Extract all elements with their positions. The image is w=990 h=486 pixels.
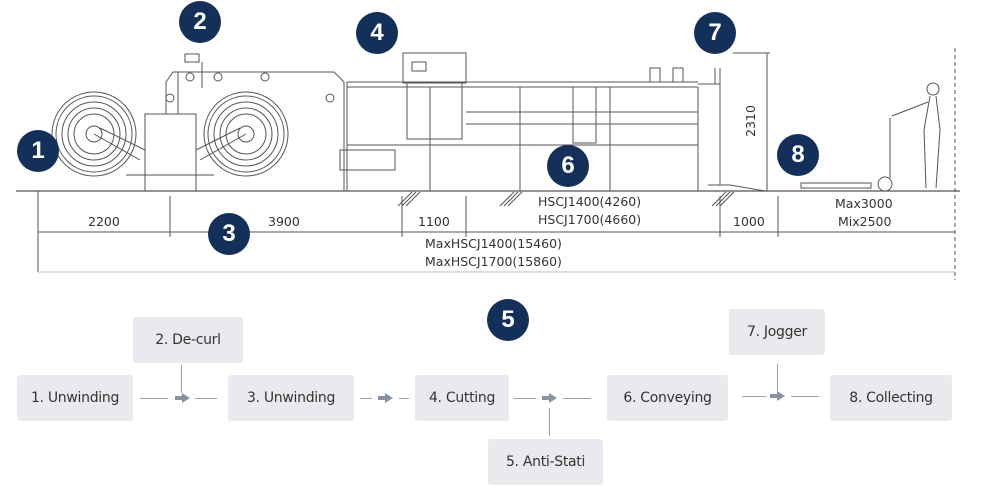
unwind-stand	[144, 113, 197, 192]
unwind-roll-left	[51, 91, 146, 177]
connector-1-3	[140, 398, 168, 399]
dimension-1100: 1100	[418, 214, 450, 229]
dimension-height-2310: 2310	[742, 105, 758, 137]
arrow-shaft-3	[542, 396, 550, 400]
connector-6-8-after	[791, 396, 819, 397]
arrow-shaft-2	[378, 396, 386, 400]
callout-badge-7: 7	[694, 12, 736, 54]
connector-1-3-after	[195, 398, 217, 399]
connector-jogger	[777, 364, 778, 392]
dimension-total-hscj1400: MaxHSCJ1400(15460)	[425, 236, 562, 251]
callout-badge-6: 6	[547, 145, 589, 187]
flow-step-anti-static: 5. Anti-Stati	[488, 439, 603, 485]
flow-step-jogger: 7. Jogger	[729, 309, 825, 355]
dimension-mix2500: Mix2500	[838, 214, 892, 229]
dimension-max3000: Max3000	[835, 196, 893, 211]
machine-side-view-drawing	[16, 48, 960, 280]
dimension-hscj1400: HSCJ1400(4260)	[538, 194, 642, 209]
arrow-right-icon-2	[385, 393, 393, 403]
arrow-right-icon-1	[182, 393, 190, 403]
connector-4-6-after	[563, 398, 591, 399]
arrow-shaft-4	[770, 394, 778, 398]
flow-step-collecting: 8. Collecting	[830, 375, 952, 421]
dimension-1000: 1000	[733, 214, 765, 229]
dimension-3900: 3900	[268, 214, 300, 229]
arrow-right-icon-3	[549, 393, 557, 403]
connector-4-6	[514, 398, 536, 399]
flow-step-unwinding-1: 1. Unwinding	[17, 375, 133, 421]
callout-badge-1: 1	[17, 130, 59, 172]
callout-badge-8: 8	[777, 134, 819, 176]
dimension-total-hscj1700: MaxHSCJ1700(15860)	[425, 254, 562, 269]
callout-badge-3: 3	[208, 213, 250, 255]
pallet-truck	[800, 182, 872, 189]
operator-figure	[891, 82, 941, 189]
connector-3-4	[360, 398, 372, 399]
connector-decurl	[181, 365, 182, 393]
callout-badge-2: 2	[179, 1, 221, 43]
flow-step-conveying: 6. Conveying	[607, 375, 728, 421]
flow-step-de-curl: 2. De-curl	[133, 317, 243, 363]
flow-step-unwinding-3: 3. Unwinding	[228, 375, 354, 421]
connector-3-4-after	[399, 398, 409, 399]
flow-step-cutting: 4. Cutting	[415, 375, 509, 421]
arrow-shaft-1	[175, 396, 183, 400]
connector-6-8	[742, 396, 766, 397]
callout-badge-5: 5	[487, 299, 529, 341]
callout-badge-4: 4	[356, 12, 398, 54]
dimension-2200: 2200	[88, 214, 120, 229]
arrow-right-icon-4	[777, 391, 785, 401]
dimension-hscj1700: HSCJ1700(4660)	[538, 212, 642, 227]
unwind-roll-right	[195, 91, 289, 177]
connector-antistatic	[549, 408, 550, 436]
